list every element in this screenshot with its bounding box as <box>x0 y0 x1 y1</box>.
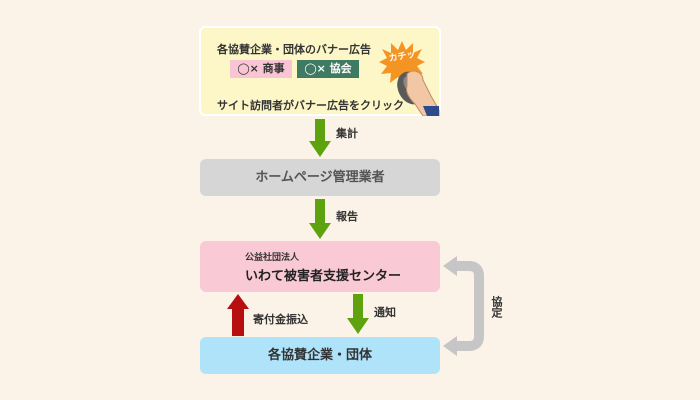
agreement-label: 協定 <box>490 296 503 318</box>
notify-arrow <box>347 294 369 334</box>
agreement-arrow <box>443 256 484 356</box>
sponsors-box: 各協賛企業・団体 <box>200 337 440 374</box>
center-org-type: 公益社団法人 <box>245 253 300 263</box>
transfer-arrow <box>227 294 249 336</box>
visitor-click-caption: サイト訪問者がバナー広告をクリック <box>217 99 404 112</box>
mouse-hand-icon <box>397 70 440 116</box>
banner-ad-panel: 各協賛企業・団体のバナー広告 ◯× 商事 ◯× 協会 カチッ サイト訪問者がバナ… <box>199 26 441 116</box>
banner-shoji[interactable]: ◯× 商事 <box>230 60 292 78</box>
banner-ad-title: 各協賛企業・団体のバナー広告 <box>217 43 371 56</box>
transfer-label: 寄付金振込 <box>253 313 308 326</box>
aggregate-label: 集計 <box>336 127 358 140</box>
aggregate-arrow <box>309 119 331 157</box>
report-label: 報告 <box>336 210 358 223</box>
click-burst-icon <box>379 41 425 87</box>
center-name: いわて被害者支援センター <box>245 269 402 284</box>
report-arrow <box>309 199 331 239</box>
notify-label: 通知 <box>374 306 396 319</box>
homepage-vendor-box: ホームページ管理業者 <box>200 159 440 196</box>
support-center-box: 公益社団法人 いわて被害者支援センター <box>200 241 440 292</box>
banner-kyokai[interactable]: ◯× 協会 <box>297 60 359 78</box>
